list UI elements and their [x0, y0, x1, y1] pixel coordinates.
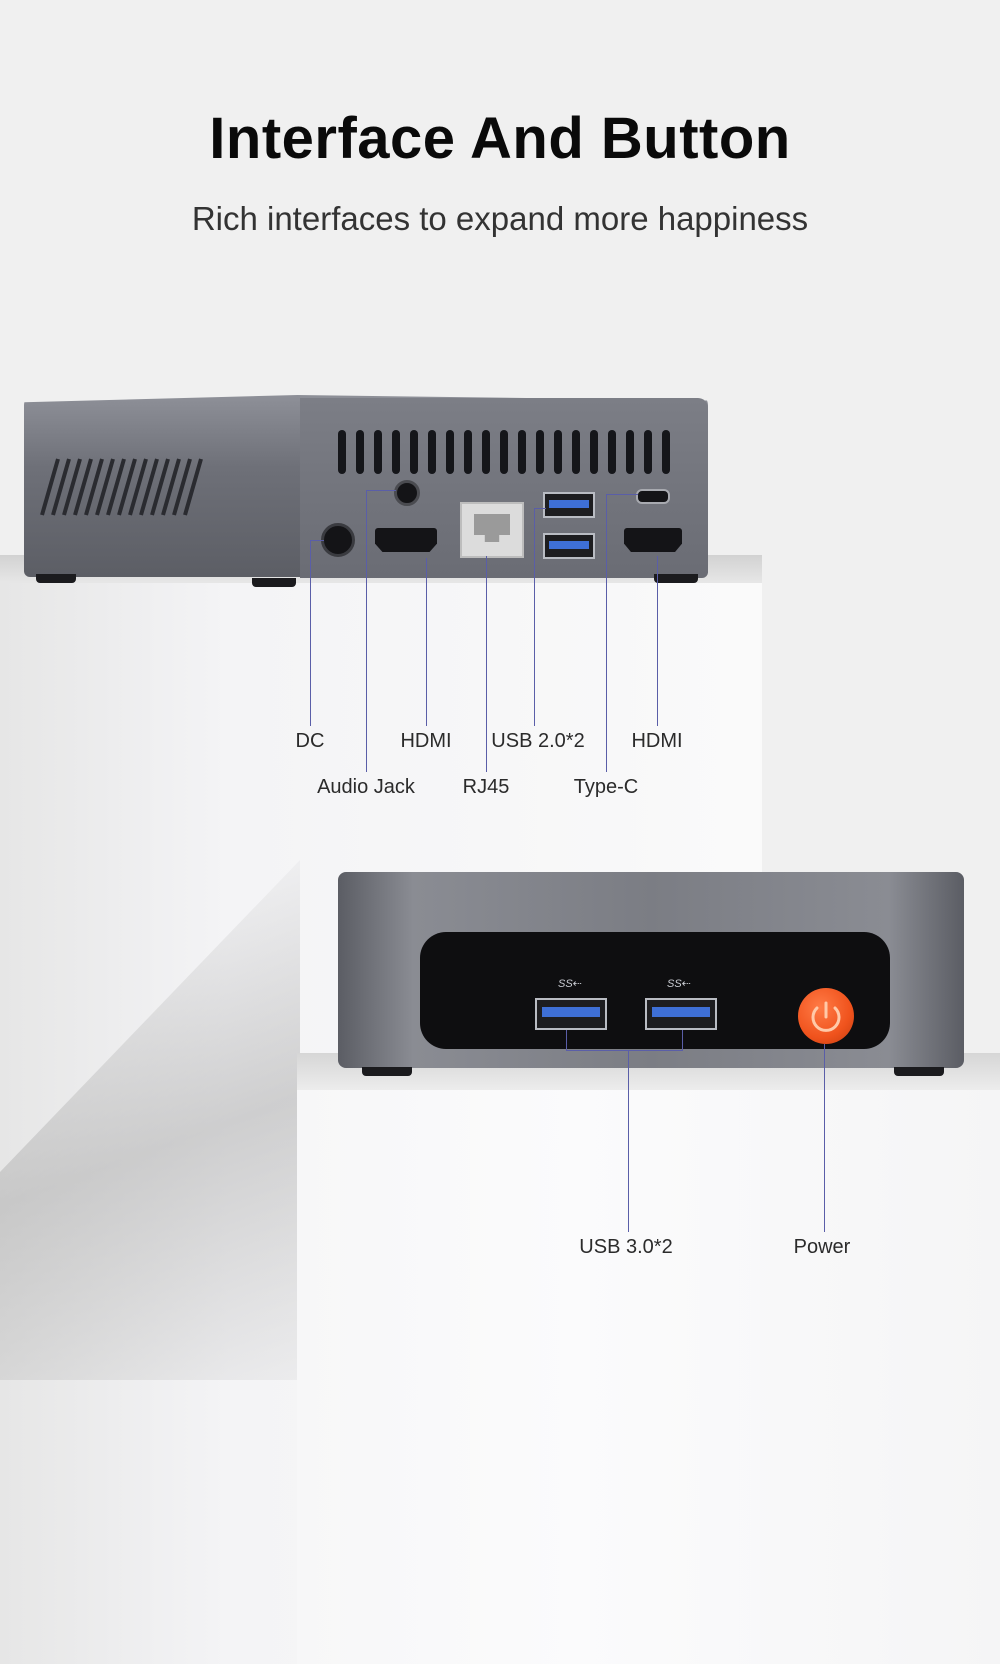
- leader-line: [824, 1044, 825, 1232]
- usb-ss-logo-icon: SS⇠: [667, 978, 691, 990]
- usb-ss-logo-icon: SS⇠: [558, 978, 582, 990]
- leader-line: [310, 540, 324, 541]
- device-foot: [36, 574, 76, 583]
- usb3-port-icon: [535, 998, 607, 1030]
- label-hdmi-2: HDMI: [631, 730, 683, 752]
- device-foot: [654, 574, 698, 583]
- label-type-c: Type-C: [573, 776, 639, 798]
- dc-port-icon: [321, 523, 355, 557]
- power-button[interactable]: [798, 988, 854, 1044]
- label-rj45: RJ45: [462, 776, 510, 798]
- leader-line: [606, 494, 638, 495]
- leader-line: [682, 1030, 683, 1050]
- hdmi-port-icon: [624, 528, 682, 552]
- rj45-port-icon: [460, 502, 524, 558]
- power-icon: [811, 1001, 841, 1032]
- device-foot: [894, 1067, 944, 1076]
- leader-line: [628, 1050, 629, 1232]
- audio-jack-icon: [394, 480, 420, 506]
- leader-line: [366, 490, 396, 491]
- leader-line: [606, 494, 607, 772]
- leader-line: [366, 490, 367, 772]
- label-hdmi-1: HDMI: [400, 730, 452, 752]
- leader-line: [566, 1030, 567, 1050]
- label-audio-jack: Audio Jack: [317, 776, 415, 798]
- device-foot: [362, 1067, 412, 1076]
- type-c-port-icon: [636, 489, 670, 504]
- page-subtitle: Rich interfaces to expand more happiness: [191, 200, 809, 237]
- leader-line: [426, 558, 427, 726]
- leader-line: [486, 556, 487, 772]
- label-power: Power: [793, 1236, 851, 1258]
- label-dc: DC: [295, 730, 325, 752]
- leader-line: [534, 508, 535, 726]
- pedestal-lower: [297, 1090, 1000, 1664]
- leader-line: [657, 556, 658, 726]
- usb2-port-icon: [543, 533, 595, 559]
- page-title: Interface And Button: [209, 106, 791, 171]
- device-foot: [252, 578, 296, 587]
- usb2-port-icon: [543, 492, 595, 518]
- side-vent-icon: [40, 458, 203, 516]
- hdmi-port-icon: [375, 528, 437, 552]
- leader-line: [534, 508, 546, 509]
- leader-line: [310, 540, 311, 726]
- label-usb2: USB 2.0*2: [491, 730, 585, 752]
- leader-line: [566, 1050, 683, 1051]
- rear-vent-icon: [338, 430, 670, 474]
- usb3-port-icon: [645, 998, 717, 1030]
- label-usb3: USB 3.0*2: [579, 1236, 673, 1258]
